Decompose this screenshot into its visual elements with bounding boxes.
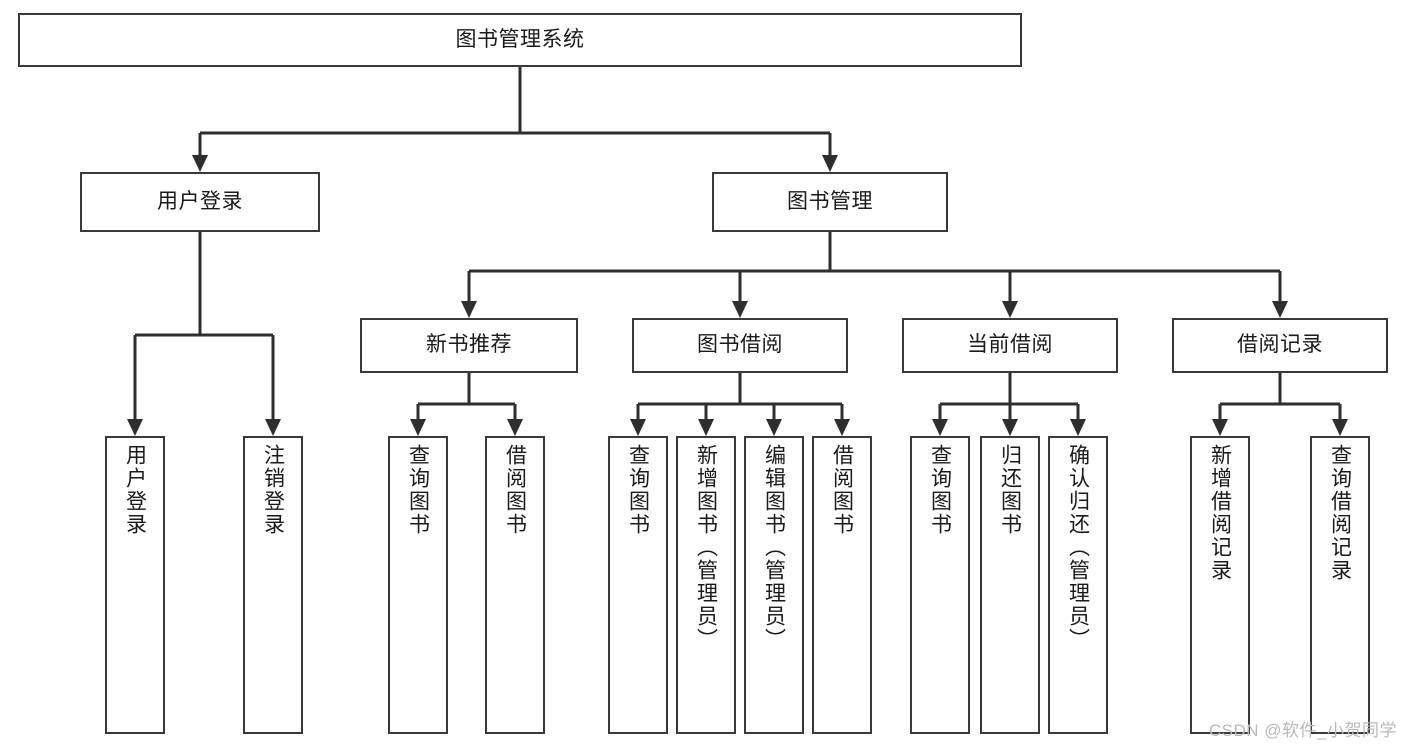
- user-login-to-leaves-bus: [127, 232, 281, 436]
- leaf-node-6[interactable]: 编辑图书（管理员）: [744, 436, 804, 734]
- leaf-node-label: 借阅图书: [830, 444, 854, 536]
- leaf-node-0[interactable]: 用户登录: [105, 436, 165, 734]
- leaf-node-4[interactable]: 查询图书: [608, 436, 668, 734]
- leaf-node-3[interactable]: 借阅图书: [485, 436, 545, 734]
- leaf-node-label: 借阅图书: [503, 444, 527, 536]
- level2-node-label: 用户登录: [157, 189, 243, 213]
- leaf-node-label: 编辑图书（管理员）: [762, 444, 786, 651]
- connector-arrowhead: [1272, 301, 1288, 318]
- leaf-node-11[interactable]: 新增借阅记录: [1190, 436, 1250, 734]
- leaf-node-label: 查询图书: [406, 444, 430, 536]
- connector-arrowhead: [732, 301, 748, 318]
- connector-arrowhead: [1212, 419, 1228, 436]
- connector-arrowhead: [822, 155, 838, 172]
- leaf-node-label: 新增借阅记录: [1208, 444, 1232, 582]
- level3-node-2[interactable]: 当前借阅: [902, 318, 1118, 373]
- leaf-node-label: 归还图书: [998, 444, 1022, 536]
- connector-arrowhead: [192, 155, 208, 172]
- connector-arrowhead: [507, 419, 523, 436]
- level3-node-3[interactable]: 借阅记录: [1172, 318, 1388, 373]
- connector-arrowhead: [834, 419, 850, 436]
- level3-node-label: 借阅记录: [1237, 333, 1323, 357]
- level2-node-0[interactable]: 用户登录: [80, 172, 320, 232]
- leaf-node-label: 查询借阅记录: [1328, 444, 1352, 582]
- connector-group: [127, 67, 1348, 436]
- leaf-node-5[interactable]: 新增图书（管理员）: [676, 436, 736, 734]
- level3-node-0[interactable]: 新书推荐: [360, 318, 578, 373]
- connector-arrowhead: [410, 419, 426, 436]
- root-node-label: 图书管理系统: [455, 27, 585, 51]
- connector-arrowhead: [932, 419, 948, 436]
- root-to-level2-bus: [192, 67, 838, 172]
- level2-node-label: 图书管理: [787, 189, 873, 213]
- level2-node-1[interactable]: 图书管理: [712, 172, 948, 232]
- new-book-to-leaves-bus: [410, 373, 523, 436]
- leaf-node-12[interactable]: 查询借阅记录: [1310, 436, 1370, 734]
- connector-arrowhead: [127, 419, 143, 436]
- connector-arrowhead: [1002, 419, 1018, 436]
- leaf-node-label: 查询图书: [626, 444, 650, 536]
- leaf-node-10[interactable]: 确认归还（管理员）: [1048, 436, 1108, 734]
- borrow-record-to-leaves-bus: [1212, 373, 1348, 436]
- connector-arrowhead: [698, 419, 714, 436]
- current-borrow-to-leaves-bus: [932, 373, 1086, 436]
- level3-node-label: 新书推荐: [426, 333, 512, 357]
- leaf-node-7[interactable]: 借阅图书: [812, 436, 872, 734]
- connector-arrowhead: [1070, 419, 1086, 436]
- connector-arrowhead: [1332, 419, 1348, 436]
- leaf-node-2[interactable]: 查询图书: [388, 436, 448, 734]
- leaf-node-1[interactable]: 注销登录: [243, 436, 303, 734]
- leaf-node-8[interactable]: 查询图书: [910, 436, 970, 734]
- connector-arrowhead: [265, 419, 281, 436]
- level3-node-1[interactable]: 图书借阅: [632, 318, 848, 373]
- leaf-node-9[interactable]: 归还图书: [980, 436, 1040, 734]
- connector-arrowhead: [461, 301, 477, 318]
- connector-arrowhead: [766, 419, 782, 436]
- connector-arrowhead: [1002, 301, 1018, 318]
- leaf-node-label: 用户登录: [123, 444, 147, 536]
- leaf-node-label: 查询图书: [928, 444, 952, 536]
- connector-arrowhead: [630, 419, 646, 436]
- leaf-node-label: 注销登录: [261, 444, 285, 536]
- leaf-node-label: 确认归还（管理员）: [1066, 444, 1090, 651]
- root-node-0[interactable]: 图书管理系统: [18, 13, 1022, 67]
- book-borrow-to-leaves-bus: [630, 373, 850, 436]
- level3-node-label: 当前借阅: [967, 333, 1053, 357]
- level3-node-label: 图书借阅: [697, 333, 783, 357]
- leaf-node-label: 新增图书（管理员）: [694, 444, 718, 651]
- book-manage-to-level3-bus: [461, 232, 1288, 318]
